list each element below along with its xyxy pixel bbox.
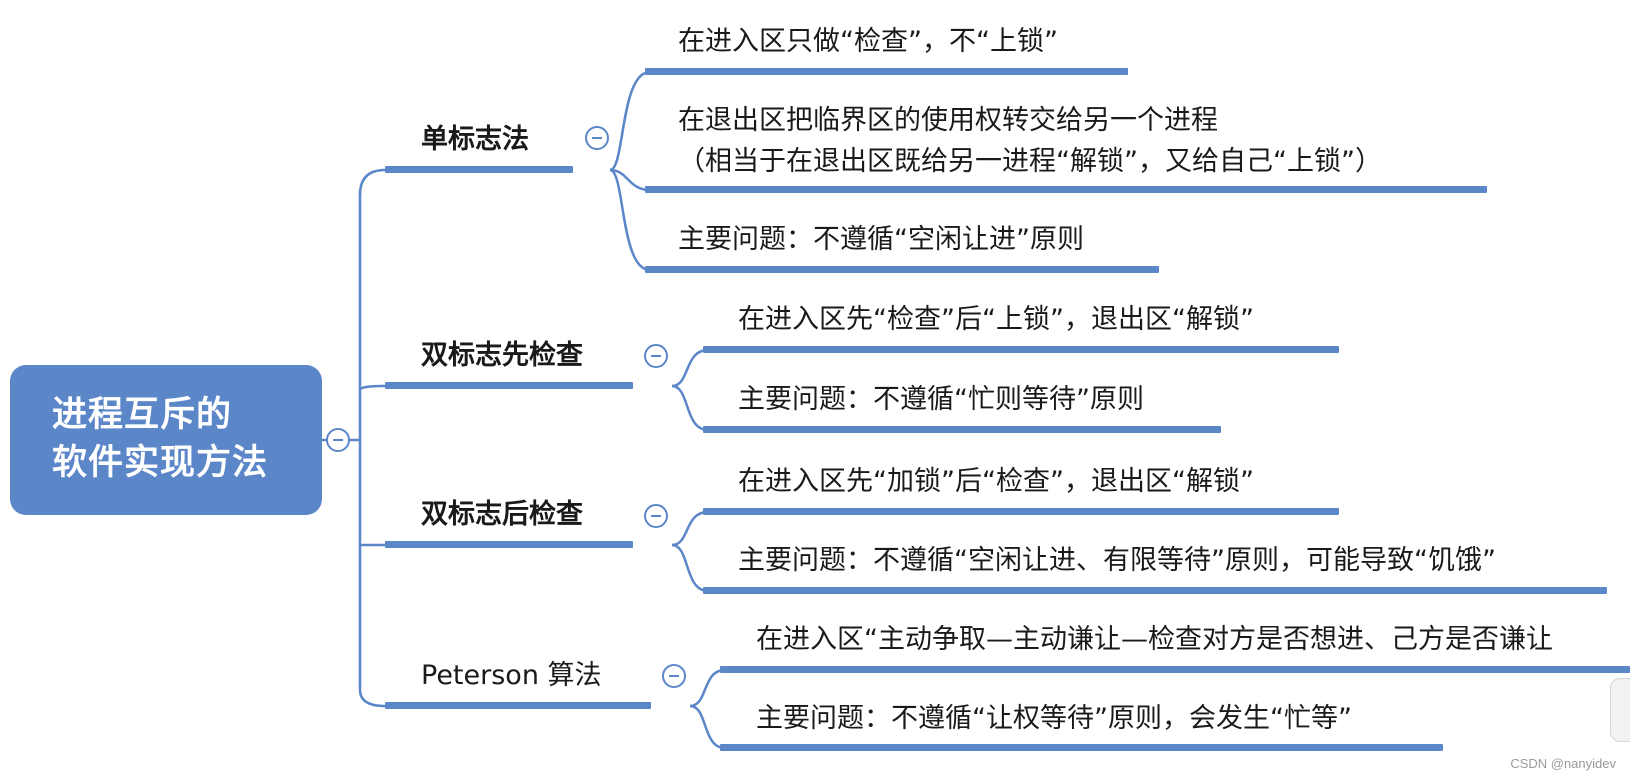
fan-3-item-2: [671, 543, 709, 593]
leaf-underline: [703, 346, 1339, 353]
collapse-toggle-branch-2[interactable]: [644, 344, 668, 368]
branch-underline: [385, 541, 633, 548]
leaf-underline: [703, 587, 1607, 594]
leaf-underline: [645, 266, 1159, 273]
fan-2-item-1: [671, 348, 709, 388]
branch-underline: [385, 382, 633, 389]
fan-4-item-1: [689, 668, 726, 708]
fan-2-item-2: [671, 384, 709, 432]
leaf-text: 主要问题：不遵循“让权等待”原则，会发生“忙等”: [756, 703, 1352, 734]
branch-label-double-flag-check-after: 双标志后检查: [421, 499, 583, 530]
collapse-toggle-branch-3[interactable]: [644, 504, 668, 528]
leaf-text: 主要问题：不遵循“忙则等待”原则: [738, 384, 1144, 415]
collapse-toggle-root[interactable]: [326, 428, 350, 452]
fan-3-item-1: [671, 510, 709, 547]
fan-1-item-3: [609, 168, 651, 272]
branch-label-single-flag: 单标志法: [421, 124, 529, 155]
branch-label-peterson: Peterson 算法: [421, 660, 602, 691]
side-scroll-tab[interactable]: [1610, 678, 1630, 742]
leaf-underline: [703, 508, 1339, 515]
watermark: CSDN @nanyidev: [1510, 756, 1616, 771]
root-title-line-2: 软件实现方法: [52, 443, 269, 483]
root-node: 进程互斥的 软件实现方法: [10, 365, 322, 515]
leaf-text: 在进入区“主动争取—主动谦让—检查对方是否想进、己方是否谦让: [756, 624, 1553, 655]
leaf-underline: [703, 426, 1221, 433]
leaf-text: 主要问题：不遵循“空闲让进、有限等待”原则，可能导致“饥饿”: [738, 545, 1496, 576]
leaf-text: 在进入区只做“检查”，不“上锁”: [678, 26, 1058, 57]
leaf-underline: [720, 744, 1443, 751]
branch-label-double-flag-check-first: 双标志先检查: [421, 340, 583, 371]
branch-connector-2: [358, 384, 386, 391]
collapse-toggle-branch-4[interactable]: [662, 664, 686, 688]
leaf-underline: [720, 666, 1630, 673]
leaf-text: 在进入区先“加锁”后“检查”，退出区“解锁”: [738, 466, 1254, 497]
fan-1-item-1: [609, 70, 651, 172]
branch-connector-4: [358, 689, 386, 708]
leaf-underline: [645, 186, 1487, 193]
branch-underline: [385, 702, 651, 709]
collapse-toggle-branch-1[interactable]: [585, 126, 609, 150]
fan-4-item-2: [689, 704, 726, 750]
root-title-line-1: 进程互斥的: [52, 395, 233, 435]
branch-underline: [385, 166, 573, 173]
leaf-text: 在进入区先“检查”后“上锁”，退出区“解锁”: [738, 304, 1254, 335]
leaf-underline: [645, 68, 1128, 75]
branch-connector-1: [358, 168, 386, 196]
leaf-text: 主要问题：不遵循“空闲让进”原则: [678, 224, 1084, 255]
leaf-text: （相当于在退出区既给另一进程“解锁”，又给自己“上锁”）: [678, 146, 1382, 177]
leaf-text: 在退出区把临界区的使用权转交给另一个进程: [678, 105, 1218, 136]
